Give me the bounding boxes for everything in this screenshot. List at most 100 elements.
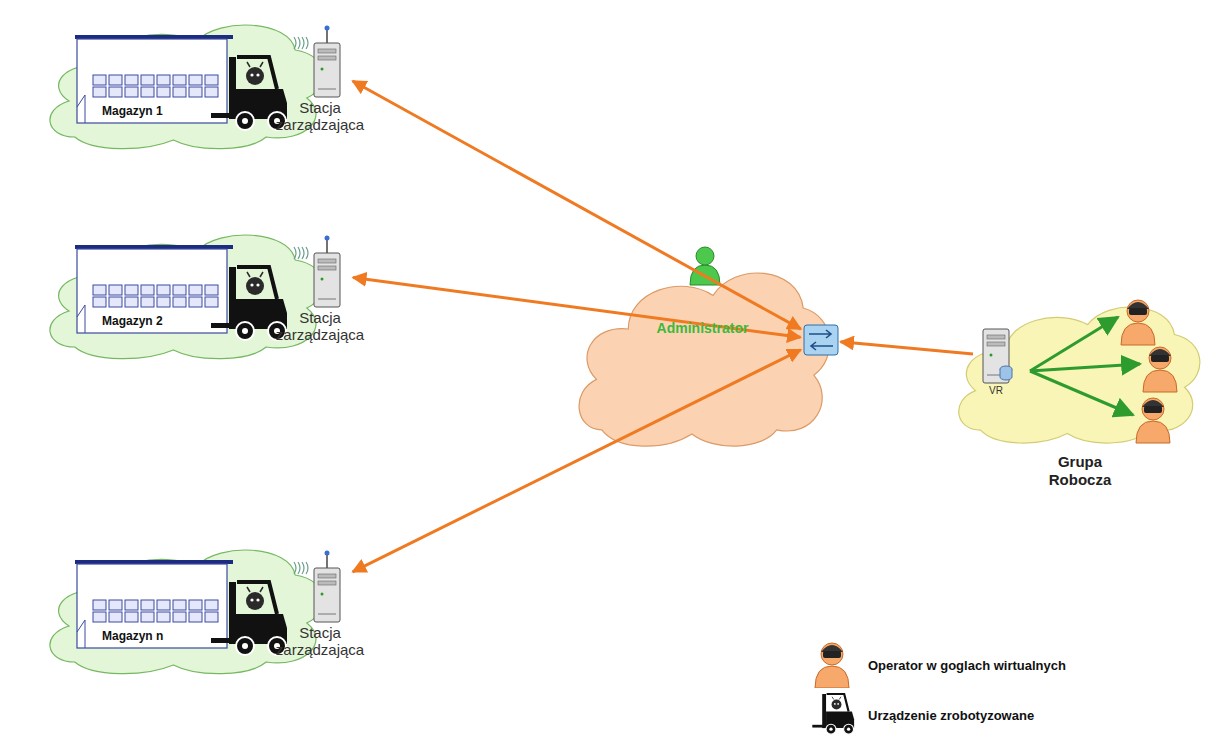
server-icon-part bbox=[325, 236, 330, 241]
wireless-waves-part bbox=[302, 562, 304, 574]
vr-link-arrow bbox=[1030, 317, 1118, 371]
robotic-forklift-part bbox=[847, 728, 850, 731]
server-icon-part bbox=[326, 29, 328, 43]
wireless-waves-part bbox=[302, 37, 304, 49]
warehouse-building-part bbox=[157, 285, 170, 295]
server-icon-part bbox=[318, 574, 336, 578]
server-icon-part bbox=[321, 593, 324, 596]
robotic-forklift-part bbox=[832, 700, 842, 710]
node-label: Stacja zarządzająca bbox=[270, 99, 370, 133]
wireless-waves-part bbox=[294, 562, 296, 574]
vr-operator-part bbox=[1144, 406, 1162, 413]
warehouse-building-part bbox=[141, 87, 154, 97]
server-icon-part bbox=[326, 554, 328, 568]
legend-row: Operator w goglach wirtualnych bbox=[808, 640, 1138, 690]
vr-operator-part bbox=[1149, 349, 1171, 356]
warehouse-building-part bbox=[93, 285, 106, 295]
vr-operator-part bbox=[1136, 421, 1170, 443]
vr-operator bbox=[1121, 300, 1155, 345]
warehouse-building-part bbox=[205, 297, 218, 307]
warehouse-building-part bbox=[173, 285, 186, 295]
warehouse-building-part bbox=[77, 95, 85, 123]
server-icon-part bbox=[318, 581, 336, 585]
robotic-forklift-part bbox=[250, 598, 253, 601]
administrator-icon bbox=[690, 247, 720, 285]
node-label: Administrator bbox=[570, 320, 835, 337]
warehouse-building-part bbox=[125, 612, 138, 622]
forklift-legend-icon bbox=[808, 692, 856, 738]
server-icon-part bbox=[318, 89, 336, 90]
warehouse-building-part bbox=[205, 612, 218, 622]
warehouse-building-part bbox=[141, 285, 154, 295]
warehouse-building-part bbox=[77, 249, 227, 333]
wh-node: Magazyn 2Stacja zarządzająca bbox=[40, 215, 330, 365]
warehouse-building-part bbox=[125, 600, 138, 610]
wireless-waves-part bbox=[306, 37, 308, 49]
warehouse-building-part bbox=[77, 39, 227, 123]
warehouse-building-part bbox=[93, 75, 106, 85]
warehouse-building-part bbox=[141, 75, 154, 85]
server-icon-part bbox=[318, 259, 336, 263]
vr-link-arrow bbox=[1030, 371, 1133, 415]
robotic-forklift-part bbox=[242, 643, 248, 649]
robotic-forklift-part bbox=[242, 328, 248, 334]
node-label: Magazyn 1 bbox=[100, 104, 165, 119]
warehouse-building bbox=[75, 245, 233, 333]
warehouse-building-part bbox=[109, 75, 122, 85]
robotic-forklift-part bbox=[247, 62, 263, 67]
wireless-waves bbox=[294, 562, 308, 574]
management-station-icon bbox=[290, 237, 350, 309]
wh-node: Magazyn 1Stacja zarządzająca bbox=[40, 5, 330, 155]
warehouse-building-part bbox=[173, 75, 186, 85]
vr-operator bbox=[1136, 398, 1170, 443]
robotic-forklift-part bbox=[236, 322, 254, 340]
legend-text: Operator w goglach wirtualnych bbox=[868, 658, 1066, 673]
warehouse-building-part bbox=[189, 75, 202, 85]
server-icon-part bbox=[325, 551, 330, 556]
administrator-icon-part bbox=[690, 265, 720, 285]
wireless-waves-part bbox=[302, 247, 304, 259]
warehouse-building-part bbox=[125, 285, 138, 295]
vr-operator-part bbox=[815, 666, 849, 688]
robotic-forklift-part bbox=[829, 728, 832, 731]
network-switch bbox=[804, 325, 838, 355]
warehouse-building-part bbox=[125, 75, 138, 85]
robotic-forklift-part bbox=[236, 637, 254, 655]
robotic-forklift-part bbox=[250, 283, 253, 286]
warehouse-building-part bbox=[141, 600, 154, 610]
vr-operator-part bbox=[1142, 400, 1164, 407]
warehouse-building-part bbox=[157, 612, 170, 622]
warehouse-building-part bbox=[109, 285, 122, 295]
server-icon-part bbox=[318, 56, 336, 60]
warehouse-building-part bbox=[109, 297, 122, 307]
warehouse-building-part bbox=[189, 87, 202, 97]
warehouse-building bbox=[75, 560, 233, 648]
robotic-forklift bbox=[211, 267, 287, 340]
server-icon-part bbox=[321, 68, 324, 71]
robotic-forklift-part bbox=[229, 57, 236, 119]
vr-operator-part bbox=[1121, 323, 1155, 345]
server-icon-part bbox=[325, 26, 330, 31]
server-icon bbox=[314, 26, 340, 98]
vr-server-icon-part bbox=[1000, 369, 1012, 380]
group-node: Grupa RoboczaVR bbox=[950, 285, 1205, 500]
warehouse-building-part bbox=[93, 297, 106, 307]
warehouse-building-part bbox=[141, 297, 154, 307]
vr-operator-part bbox=[1142, 398, 1164, 420]
wireless-waves bbox=[294, 247, 308, 259]
robotic-forklift-part bbox=[837, 703, 839, 705]
operator-legend-icon bbox=[808, 642, 856, 688]
robotic-forklift-part bbox=[246, 67, 264, 85]
vr-operator-part bbox=[1129, 308, 1147, 315]
robotic-forklift-part bbox=[256, 598, 259, 601]
server-icon-part bbox=[314, 253, 340, 307]
robotic-forklift-part bbox=[822, 694, 826, 728]
warehouse-building-part bbox=[109, 600, 122, 610]
vr-operator-part bbox=[821, 643, 843, 665]
robotic-forklift-part bbox=[237, 267, 277, 299]
vr-server-icon bbox=[976, 327, 1016, 385]
warehouse-building-part bbox=[205, 75, 218, 85]
robotic-forklift-part bbox=[250, 73, 253, 76]
robotic-forklift-part bbox=[247, 272, 263, 277]
